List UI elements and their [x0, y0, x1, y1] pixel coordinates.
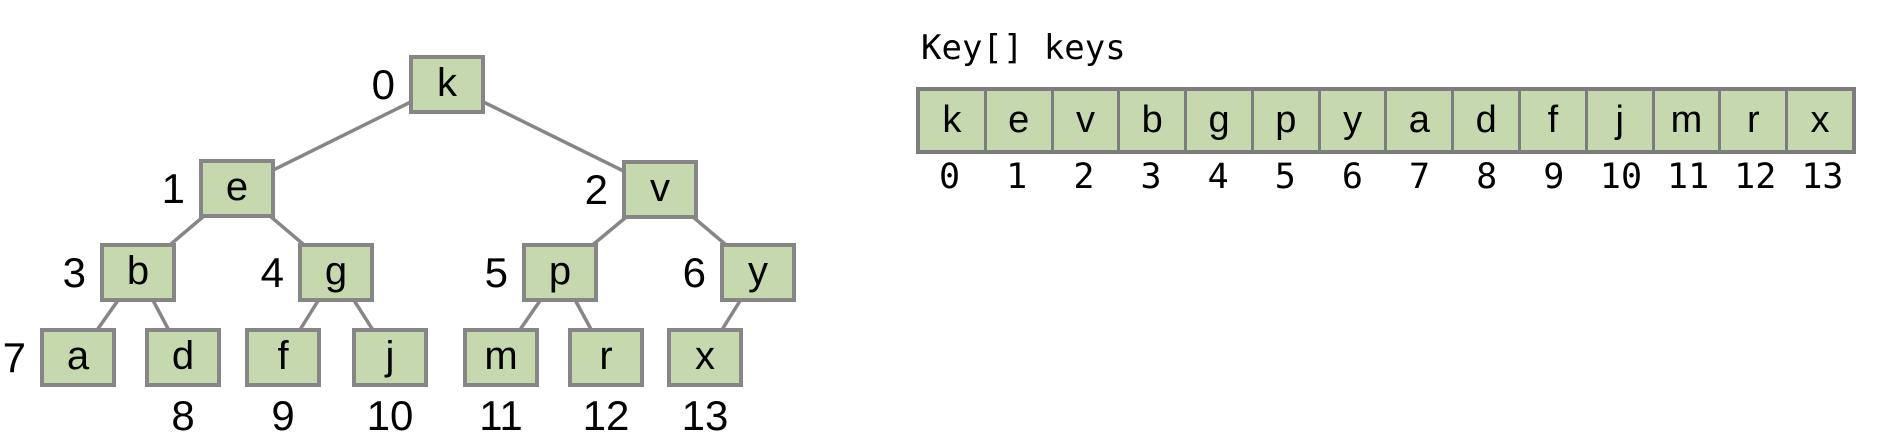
array-index: 3 [1140, 157, 1162, 197]
array-cell: k [920, 91, 987, 150]
node-box: b [100, 243, 176, 302]
node-index-label: 3 [62, 248, 86, 296]
node-box: y [720, 243, 796, 302]
array-cell: v [1053, 91, 1121, 150]
tree-node-b: 3 b [63, 243, 176, 302]
node-index-label: 10 [366, 392, 414, 439]
keys-array: k e v b g p y a d f j m r x [916, 87, 1856, 154]
tree-node-d: 8 d [145, 328, 221, 437]
array-cell: f [1521, 91, 1588, 150]
tree-node-p: 5 p [485, 243, 598, 302]
array-cell: p [1253, 91, 1321, 150]
array-index: 1 [1006, 157, 1028, 197]
array-index: 2 [1073, 157, 1095, 197]
node-index-label: 4 [260, 248, 284, 296]
array-cell: e [986, 91, 1054, 150]
node-index-label: 9 [271, 392, 295, 439]
array-cell: j [1587, 91, 1655, 150]
array-index: 4 [1207, 157, 1229, 197]
array-cell: a [1387, 91, 1455, 150]
node-index-label: 5 [484, 248, 508, 296]
node-index-label: 7 [2, 333, 26, 381]
tree-node-f: 9 f [245, 328, 321, 437]
array-index: 10 [1599, 157, 1643, 197]
array-cell: y [1320, 91, 1388, 150]
node-box: m [463, 328, 539, 387]
node-index-label: 8 [171, 392, 195, 439]
node-box: e [199, 159, 275, 218]
node-index-label: 11 [479, 392, 523, 439]
array-index: 12 [1734, 157, 1777, 197]
array-cell: d [1454, 91, 1522, 150]
array-index: 9 [1543, 157, 1565, 197]
tree-node-y: 6 y [683, 243, 796, 302]
array-index: 5 [1274, 157, 1296, 197]
node-box: k [409, 55, 485, 114]
node-index-label: 12 [582, 392, 630, 439]
node-index-label: 13 [681, 392, 729, 439]
node-box: f [245, 328, 321, 387]
tree-node-j: 10 j [352, 328, 428, 437]
tree-node-a: 7 a [3, 328, 116, 387]
array-index: 6 [1341, 157, 1363, 197]
node-box: p [522, 243, 598, 302]
array-cell: b [1120, 91, 1188, 150]
node-box: x [667, 328, 743, 387]
node-index-label: 0 [371, 60, 395, 108]
array-cell: x [1788, 91, 1852, 150]
node-index-label: 1 [161, 164, 185, 212]
node-box: v [622, 160, 698, 219]
tree-node-k: 0 k [372, 55, 485, 114]
node-index-label: 2 [584, 165, 608, 213]
node-box: g [298, 243, 374, 302]
array-index: 0 [939, 157, 961, 197]
tree-node-e: 1 e [162, 159, 275, 218]
tree-node-v: 2 v [585, 160, 698, 219]
array-index-row: 0 1 2 3 4 5 6 7 8 9 10 11 12 13 [916, 160, 1856, 195]
tree-node-m: 11 m [463, 328, 539, 437]
node-box: a [40, 328, 116, 387]
array-cell: g [1187, 91, 1254, 150]
array-index: 11 [1667, 157, 1710, 197]
array-index: 7 [1409, 157, 1431, 197]
node-box: d [145, 328, 221, 387]
array-cell: r [1721, 91, 1789, 150]
node-box: r [568, 328, 644, 387]
node-index-label: 6 [682, 248, 706, 296]
node-box: j [352, 328, 428, 387]
tree-node-x: 13 x [667, 328, 743, 437]
tree-node-g: 4 g [261, 243, 374, 302]
array-index: 8 [1476, 157, 1498, 197]
tree-node-r: 12 r [568, 328, 644, 437]
array-title: Key[] keys [921, 28, 1126, 68]
array-index: 13 [1801, 157, 1844, 197]
array-cell: m [1654, 91, 1722, 150]
